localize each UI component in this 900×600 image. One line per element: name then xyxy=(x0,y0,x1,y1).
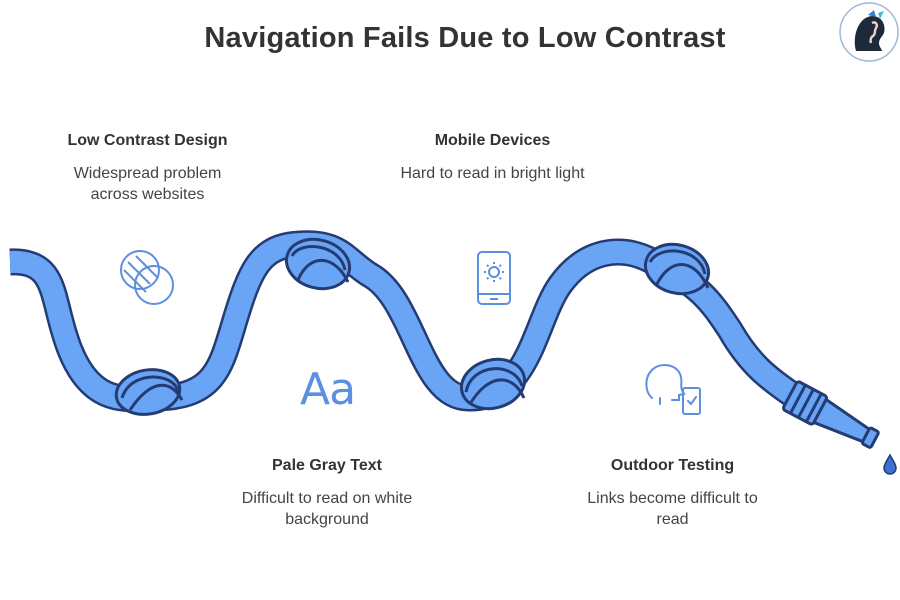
person-phone-check-icon xyxy=(645,364,701,415)
item-heading: Pale Gray Text xyxy=(272,457,382,474)
item-low-contrast: Low Contrast Design Widespread problem a… xyxy=(50,132,245,205)
overlapping-circles-icon xyxy=(120,250,174,305)
item-heading: Low Contrast Design xyxy=(67,132,228,149)
knot-4 xyxy=(643,242,711,296)
item-mobile-devices: Mobile Devices Hard to read in bright li… xyxy=(400,132,585,184)
knot-1 xyxy=(114,368,184,416)
item-description: Hard to read in bright light xyxy=(400,165,585,182)
hose-nozzle xyxy=(782,380,880,449)
item-description: Widespread problem across websites xyxy=(73,165,222,203)
item-pale-gray-text: Pale Gray Text Difficult to read on whit… xyxy=(223,457,431,530)
avatar xyxy=(839,2,899,62)
rope xyxy=(9,230,897,475)
item-outdoor-testing: Outdoor Testing Links become difficult t… xyxy=(570,457,775,530)
water-drop-icon xyxy=(883,453,897,475)
item-description: Difficult to read on white background xyxy=(241,490,413,528)
font-aa-icon: Aa xyxy=(300,364,356,415)
item-heading: Mobile Devices xyxy=(434,132,551,149)
item-description: Links become difficult to read xyxy=(587,490,758,528)
phone-brightness-icon xyxy=(477,251,511,305)
knot-3 xyxy=(459,357,527,411)
knot-2 xyxy=(284,237,352,291)
item-heading: Outdoor Testing xyxy=(610,457,735,474)
page-title: Navigation Fails Due to Low Contrast xyxy=(204,22,726,54)
